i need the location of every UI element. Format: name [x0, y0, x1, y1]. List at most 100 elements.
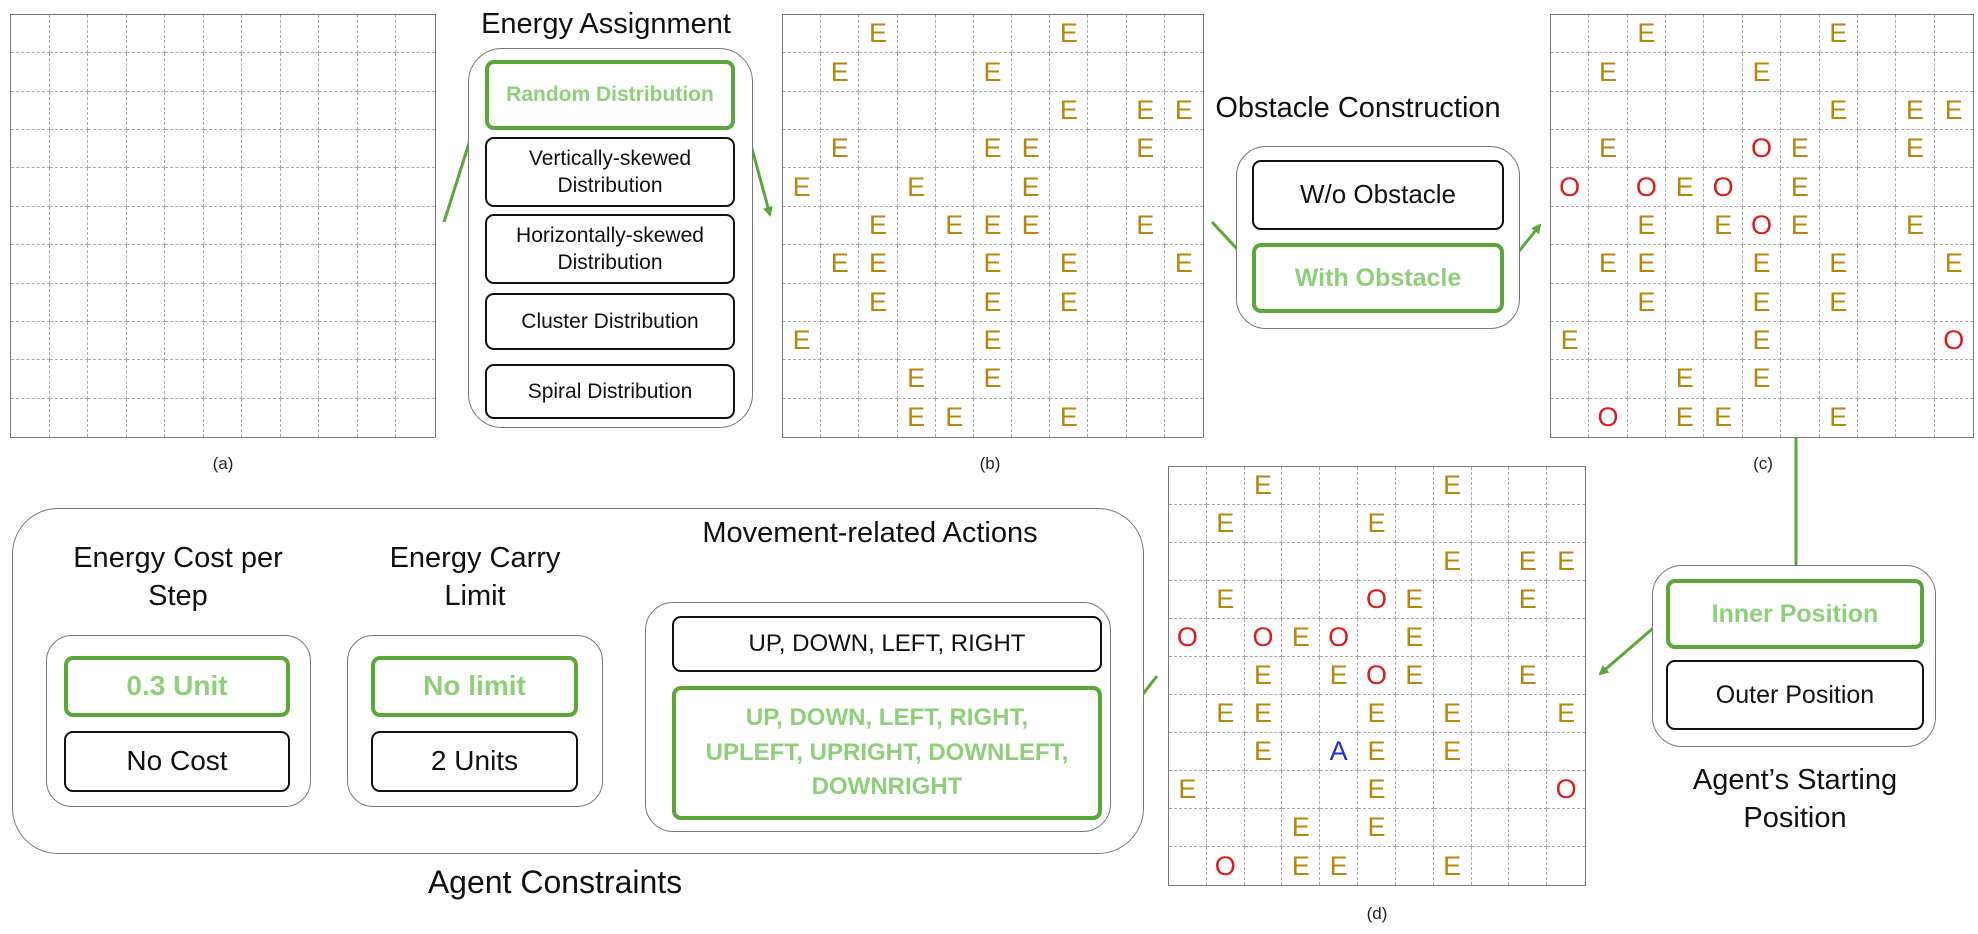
- grid-cell: [203, 130, 243, 169]
- grid-cell: [1169, 581, 1207, 619]
- obstacle-cell: O: [1934, 322, 1973, 361]
- grid-cell: [49, 91, 89, 131]
- energy-cell: E: [859, 206, 898, 246]
- obstacle-cell: O: [1627, 168, 1667, 207]
- grid-cell: [1896, 283, 1935, 322]
- grid-cell: [1164, 284, 1203, 322]
- energy-cell: E: [1781, 206, 1820, 246]
- grid-cell: [1395, 543, 1434, 581]
- grid-cell: [1012, 245, 1051, 284]
- grid-cell: [319, 398, 358, 437]
- energy-cell: E: [1282, 809, 1321, 847]
- grid-cell: [1088, 168, 1127, 207]
- grid-cell: [126, 130, 166, 169]
- grid-cell: [1547, 657, 1585, 695]
- grid-cell: [1857, 91, 1897, 131]
- grid-cell: [1781, 398, 1820, 437]
- grid-cell: [1395, 771, 1434, 809]
- grid-cell: [783, 130, 822, 169]
- grid-cell: [1857, 168, 1897, 207]
- option-random-distribution[interactable]: Random Distribution: [485, 60, 735, 130]
- grid-cell: [126, 283, 166, 322]
- energy-cell: E: [1012, 130, 1051, 169]
- grid-cell: [1358, 543, 1396, 581]
- energy-cell: E: [1433, 543, 1472, 581]
- grid-cell: [821, 360, 860, 399]
- energy-cell: E: [1358, 809, 1396, 847]
- grid-cell: [50, 398, 89, 437]
- grid-cell: [1358, 467, 1396, 505]
- energy-cell: E: [1433, 695, 1472, 733]
- energy-cell: E: [1589, 130, 1628, 169]
- option-inner-position[interactable]: Inner Position: [1666, 579, 1924, 649]
- option-vertically-skewed[interactable]: Vertically-skewed Distribution: [485, 137, 735, 207]
- energy-cell: E: [1666, 398, 1705, 437]
- grid-cell: [49, 245, 89, 284]
- grid-cell: [1935, 399, 1973, 437]
- energy-cell: E: [1547, 695, 1585, 733]
- grid-cell: [165, 53, 204, 92]
- grid-cell: [1896, 53, 1935, 92]
- grid-cell: [821, 168, 860, 207]
- grid-cell: [1088, 53, 1127, 92]
- grid-cell: [935, 360, 974, 399]
- option-horizontally-skewed[interactable]: Horizontally-skewed Distribution: [485, 214, 735, 284]
- option-no-cost[interactable]: No Cost: [64, 731, 290, 792]
- grid-cell: [1547, 619, 1585, 657]
- grid-cell: [88, 321, 127, 361]
- energy-cell: E: [1206, 581, 1245, 619]
- obstacle-cell: O: [1742, 206, 1782, 246]
- grid-cell: [1471, 619, 1510, 657]
- energy-cell: E: [1819, 91, 1858, 131]
- grid-cell: [1282, 467, 1321, 505]
- grid-cell: [1012, 53, 1051, 92]
- grid-cell: [821, 283, 860, 322]
- grid-cell: [1088, 245, 1127, 284]
- grid-cell: [280, 245, 320, 284]
- grid-cell: [1857, 360, 1897, 399]
- grid-cell: [280, 283, 320, 322]
- grid-cell: [1704, 15, 1743, 54]
- option-outer-position[interactable]: Outer Position: [1666, 660, 1924, 730]
- option-spiral-distribution[interactable]: Spiral Distribution: [485, 364, 735, 419]
- grid-cell: [1704, 91, 1743, 131]
- grid-cell: [1282, 581, 1321, 619]
- energy-cell: E: [783, 321, 822, 361]
- energy-cell: E: [821, 53, 860, 92]
- grid-cell: [935, 53, 974, 92]
- grid-cell: [1206, 657, 1245, 695]
- energy-cell: E: [897, 360, 936, 399]
- grid-cell: [319, 206, 358, 246]
- option-8-directions[interactable]: UP, DOWN, LEFT, RIGHT, UPLEFT, UPRIGHT, …: [672, 686, 1102, 820]
- grid-cell: [1934, 53, 1973, 92]
- energy-cell: E: [1244, 695, 1283, 733]
- option-no-limit[interactable]: No limit: [371, 656, 578, 717]
- energy-cell: E: [1164, 92, 1203, 131]
- grid-cell: [1050, 360, 1089, 399]
- option-cluster-distribution[interactable]: Cluster Distribution: [485, 293, 735, 350]
- grid-cell: [11, 283, 50, 322]
- grid-cell: [821, 398, 860, 437]
- grid-cell: [242, 206, 281, 246]
- grid-cell: [1395, 809, 1434, 847]
- grid-cell: [1704, 321, 1743, 361]
- option-with-obstacle[interactable]: With Obstacle: [1252, 243, 1504, 313]
- option-2-units[interactable]: 2 Units: [371, 731, 578, 792]
- grid-cell: [1551, 206, 1590, 246]
- grid-cell: [126, 245, 166, 284]
- caption-c: (c): [1753, 454, 1773, 473]
- energy-cell: E: [1282, 619, 1321, 657]
- grid-cell: [1088, 360, 1127, 399]
- obstacle-cell: O: [1704, 168, 1743, 207]
- grid-cell: [1819, 360, 1858, 399]
- energy-cell: E: [1781, 130, 1820, 169]
- option-4-directions[interactable]: UP, DOWN, LEFT, RIGHT: [672, 616, 1102, 672]
- grid-cell: [11, 398, 50, 437]
- energy-cell: E: [973, 283, 1013, 322]
- obstacle-cell: O: [1358, 657, 1396, 695]
- option-without-obstacle[interactable]: W/o Obstacle: [1252, 160, 1504, 230]
- grid-cell: [1206, 809, 1245, 847]
- option-cost-0-3-unit[interactable]: 0.3 Unit: [64, 656, 290, 717]
- grid-cell: [126, 91, 166, 131]
